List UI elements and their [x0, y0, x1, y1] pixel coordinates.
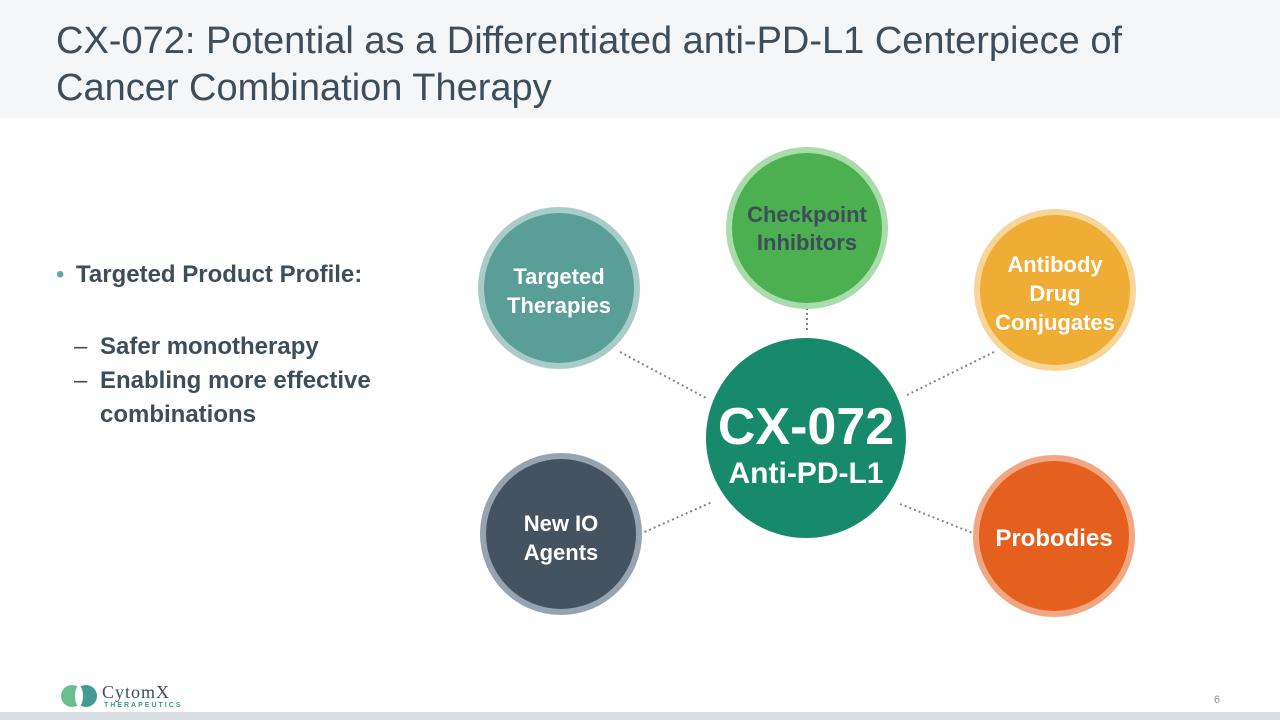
node-checkpoint-label-1: Checkpoint [747, 202, 867, 227]
node-checkpoint-circle [732, 153, 882, 303]
node-probodies: Probodies [973, 455, 1135, 617]
node-adc-label-2: Drug [1029, 281, 1080, 306]
connector-newio [639, 501, 713, 535]
node-targeted-circle [484, 213, 634, 363]
sub-bullet-safer-monotherapy: Safer monotherapy [74, 330, 446, 364]
sub-bullet-enabling-combinations: Enabling more effective combinations [74, 364, 446, 432]
bullet-list: Targeted Product Profile: Safer monother… [56, 258, 446, 432]
title-band [0, 0, 1280, 118]
node-checkpoint-inhibitors: Checkpoint Inhibitors [726, 147, 888, 309]
node-newio-circle [486, 459, 636, 609]
node-adc-circle [980, 215, 1130, 365]
node-cx-072: CX-072 Anti-PD-L1 [700, 332, 912, 544]
slide-title-line-2: Cancer Combination Therapy [56, 67, 552, 109]
logo-name: CytomX [102, 682, 171, 702]
node-probodies-label: Probodies [995, 525, 1112, 552]
node-adc-label-3: Conjugates [995, 310, 1115, 335]
slide-title-line-1: CX-072: Potential as a Differentiated an… [56, 20, 1123, 62]
node-checkpoint-label-2: Inhibitors [757, 230, 857, 255]
slide-title: CX-072: Potential as a Differentiated an… [56, 18, 1206, 112]
footer-bar [0, 712, 1280, 720]
sub-bullet-list: Safer monotherapy Enabling more effectiv… [56, 330, 446, 432]
center-title: CX-072 [718, 398, 894, 456]
node-probodies-circle [979, 461, 1129, 611]
node-targeted-label-2: Therapies [507, 293, 611, 318]
node-newio-label-1: New IO [524, 511, 599, 536]
node-antibody-drug-conjugates: Antibody Drug Conjugates [974, 209, 1136, 371]
sub-bullet-enabling-line-2: combinations [100, 401, 257, 428]
center-subtitle: Anti-PD-L1 [729, 457, 884, 490]
connector-targeted [619, 351, 707, 399]
page-number: 6 [1214, 694, 1221, 706]
cytomx-logo: CytomX THERAPEUTICS [60, 682, 190, 710]
node-adc-label-1: Antibody [1007, 252, 1103, 277]
sub-bullet-enabling-line-1: Enabling more effective [100, 367, 371, 394]
center-circle [706, 338, 906, 538]
node-newio-label-2: Agents [524, 540, 599, 565]
connector-adc [904, 351, 995, 397]
cytomx-logo-icon [61, 685, 97, 707]
logo-sub: THERAPEUTICS [104, 702, 183, 709]
node-targeted-label-1: Targeted [513, 264, 604, 289]
connector-probodies [899, 503, 981, 537]
node-targeted-therapies: Targeted Therapies [478, 207, 640, 369]
node-new-io-agents: New IO Agents [480, 453, 642, 615]
bullet-targeted-product-profile: Targeted Product Profile: [56, 258, 446, 292]
